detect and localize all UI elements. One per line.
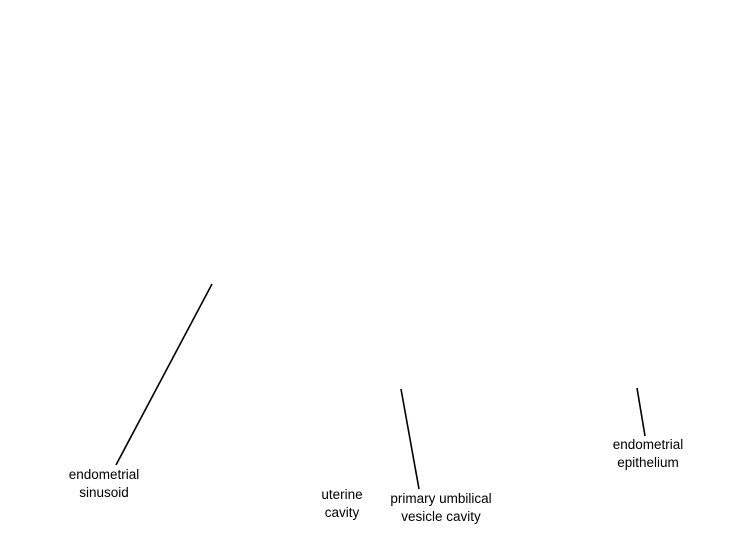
leader-line-endometrial-sinusoid: [115, 283, 213, 466]
label-uterine-cavity-line2: cavity: [324, 505, 360, 520]
leader-line-primary-umbilical-vesicle-cavity: [400, 388, 420, 490]
label-endometrial-sinusoid: endometrial sinusoid: [54, 466, 154, 502]
label-uterine-cavity: uterine cavity: [302, 486, 382, 522]
label-uterine-cavity-line1: uterine: [321, 487, 363, 502]
label-primary-umbilical-vesicle-cavity: primary umbilical vesicle cavity: [376, 490, 506, 526]
label-endometrial-epithelium-line2: epithelium: [617, 455, 679, 470]
label-endometrial-sinusoid-line1: endometrial: [68, 467, 140, 482]
label-primary-umbilical-vesicle-cavity-line1: primary umbilical: [390, 491, 492, 506]
label-primary-umbilical-vesicle-cavity-line2: vesicle cavity: [401, 509, 481, 524]
label-endometrial-sinusoid-line2: sinusoid: [79, 485, 129, 500]
leader-line-endometrial-epithelium: [636, 387, 646, 437]
label-endometrial-epithelium: endometrial epithelium: [594, 436, 702, 472]
label-endometrial-epithelium-line1: endometrial: [612, 437, 684, 452]
